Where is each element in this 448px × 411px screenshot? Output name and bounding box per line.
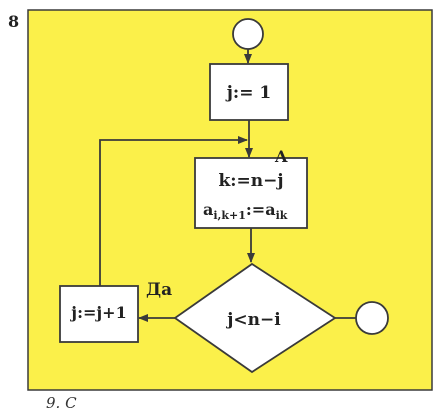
decision-label: j<n−i [225,310,281,330]
init-block [209,63,289,121]
increment-block [59,285,139,343]
decision-diamond [173,262,337,374]
caption: 9. С [46,394,77,411]
connector-label: A [274,147,288,166]
yes-label: Да [146,280,172,300]
increment-block-label: j:=j+1 [69,303,126,322]
figure-number: 8 [8,12,19,31]
init-block-label: j:= 1 [225,83,271,103]
body-block-line2: ai,k+1:=aik [203,200,288,222]
body-block [194,157,308,229]
loop-back-line [99,136,248,286]
start-terminal [232,18,264,50]
body-block-line1: k:=n−j [218,171,283,191]
end-terminal [355,301,389,335]
